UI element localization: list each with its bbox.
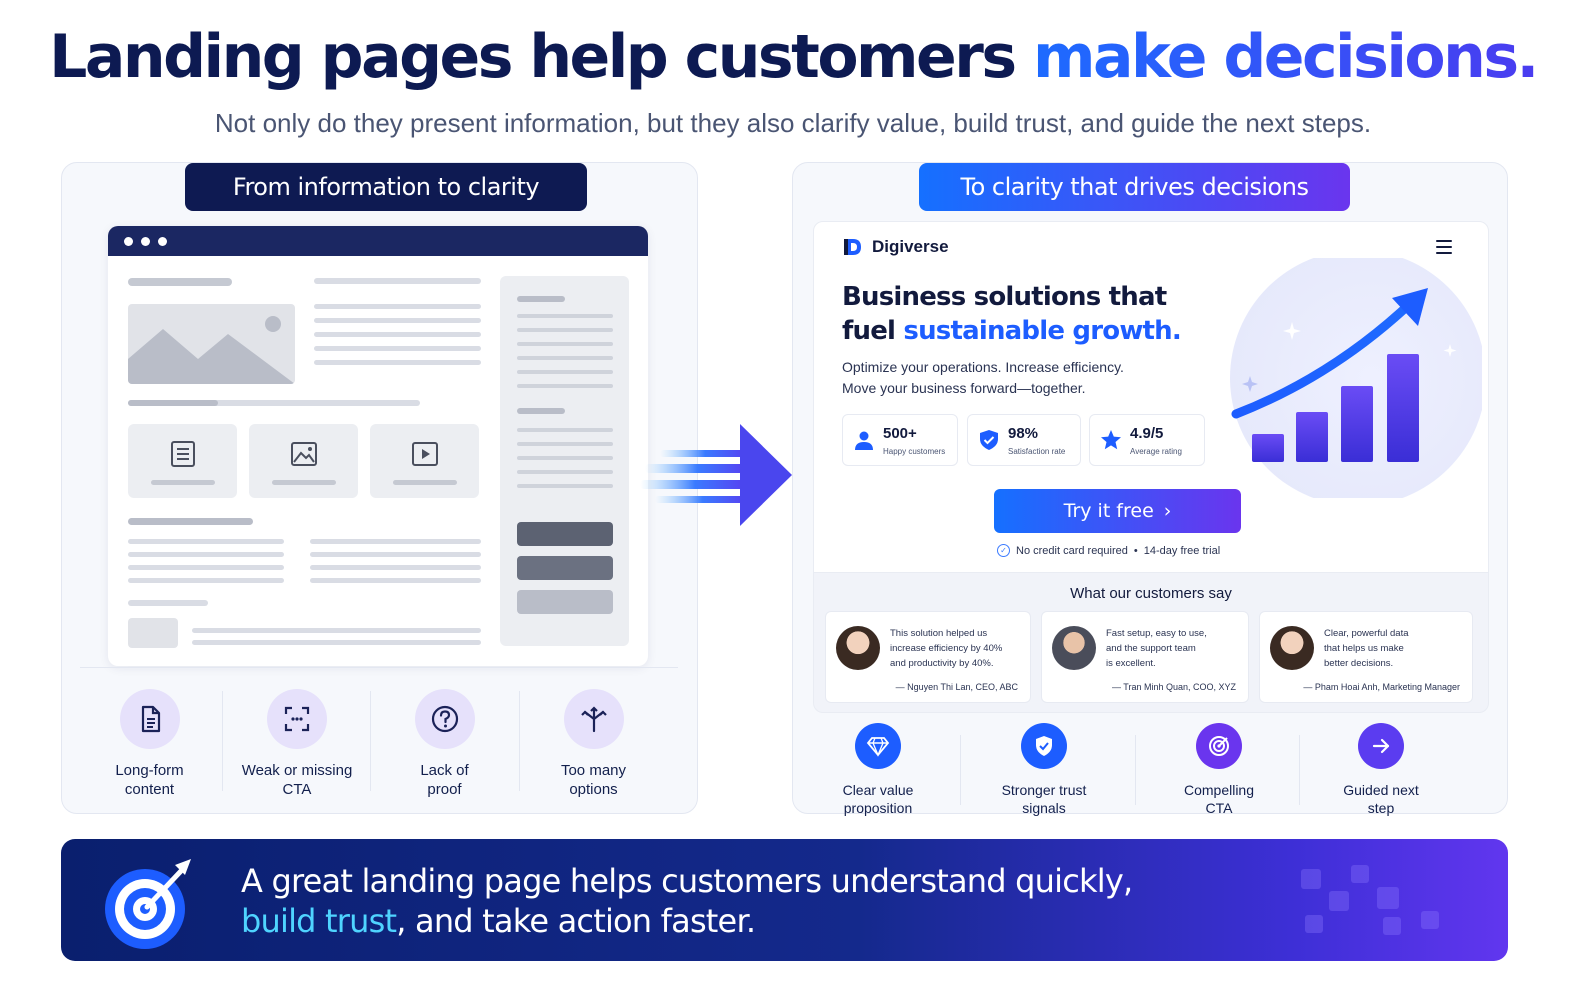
user-icon — [855, 431, 873, 450]
testimonial-card: This solution helped us increase efficie… — [825, 611, 1031, 703]
wireframe-line — [314, 304, 481, 309]
image-icon — [290, 442, 317, 466]
wireframe-button — [517, 590, 613, 614]
testimonial-card: Clear, powerful data that helps us make … — [1259, 611, 1473, 703]
image-placeholder-icon — [128, 304, 295, 384]
window-dot — [141, 236, 150, 246]
try-it-free-button[interactable]: Try it free › — [994, 489, 1241, 533]
menu-hamburger-icon[interactable] — [1436, 240, 1452, 258]
problem-long-form: Long-form content — [92, 689, 207, 799]
window-dot — [158, 236, 167, 246]
wireframe-line — [128, 552, 284, 557]
headline-accent: make decisions. — [1032, 22, 1539, 92]
target-icon — [1209, 736, 1229, 756]
wireframe-line — [128, 278, 232, 286]
divider — [80, 667, 678, 668]
benefit-trust-signals: Stronger trust signals — [983, 723, 1105, 817]
document-icon — [170, 441, 195, 467]
document-icon — [141, 705, 160, 733]
wireframe-card — [249, 424, 358, 498]
left-panel: From information to clarity — [61, 162, 698, 814]
right-panel: To clarity that drives decisions Digiver… — [792, 162, 1508, 817]
wireframe-line — [192, 640, 481, 645]
hero-heading: Business solutions that fuel sustainable… — [842, 282, 1182, 346]
wireframe-line — [128, 400, 420, 406]
banner-message: A great landing page helps customers und… — [241, 862, 1133, 940]
arrow-right-icon — [1372, 738, 1390, 754]
wireframe-page — [108, 226, 648, 666]
wireframe-thumb — [128, 618, 178, 648]
avatar — [836, 626, 880, 670]
wireframe-card — [128, 424, 237, 498]
wireframe-line — [128, 400, 218, 406]
wireframe-line — [314, 278, 481, 284]
avatar — [1052, 626, 1096, 670]
benefit-guided-next-step: Guided next step — [1321, 723, 1441, 817]
wireframe-line — [310, 539, 481, 544]
benefit-compelling-cta: Compelling CTA — [1158, 723, 1280, 817]
headline-main: Landing pages help customers — [49, 22, 1033, 92]
hero-description: Optimize your operations. Increase effic… — [842, 359, 1124, 396]
stat-satisfaction: 98% Satisfaction rate — [967, 414, 1081, 466]
wireframe-card — [370, 424, 479, 498]
window-dot — [124, 236, 133, 246]
wireframe-line — [128, 518, 253, 525]
wireframe-line — [314, 318, 481, 323]
landing-page-mock: Digiverse Business solutions that fuel s… — [813, 221, 1489, 573]
page-headline: Landing pages help customers make decisi… — [0, 22, 1586, 92]
shield-check-icon — [1036, 736, 1052, 756]
shield-check-icon — [980, 430, 998, 450]
transition-arrow-icon — [640, 424, 792, 526]
check-circle-icon: ✓ — [997, 544, 1010, 557]
left-panel-title: From information to clarity — [185, 163, 587, 211]
wireframe-button — [517, 522, 613, 546]
wireframe-line — [310, 578, 481, 583]
wireframe-line — [314, 346, 481, 351]
wireframe-line — [128, 600, 208, 606]
wireframe-line — [310, 565, 481, 570]
video-play-icon — [411, 442, 438, 466]
wireframe-line — [128, 539, 284, 544]
wireframe-line — [314, 332, 481, 337]
wireframe-line — [192, 628, 481, 633]
target-icon — [105, 859, 191, 949]
testimonials-title: What our customers say — [1070, 585, 1232, 602]
bottom-banner: A great landing page helps customers und… — [61, 839, 1508, 961]
problem-lack-of-proof: Lack of proof — [387, 689, 502, 799]
stat-rating: 4.9/5 Average rating — [1089, 414, 1205, 466]
page-subheadline: Not only do they present information, bu… — [214, 108, 1372, 138]
wireframe-line — [128, 565, 284, 570]
focus-frame-icon — [284, 706, 310, 732]
brand-logo[interactable]: Digiverse — [842, 236, 949, 258]
brand-name: Digiverse — [872, 237, 949, 256]
right-panel-title: To clarity that drives decisions — [919, 163, 1350, 211]
chevron-right-icon: › — [1163, 500, 1172, 522]
question-icon — [431, 705, 458, 733]
testimonial-card: Fast setup, easy to use, and the support… — [1041, 611, 1249, 703]
wireframe-sidebar — [500, 276, 629, 646]
wireframe-browser-bar — [108, 226, 648, 256]
wireframe-line — [310, 552, 481, 557]
star-icon — [1101, 430, 1121, 450]
split-arrows-icon — [580, 706, 607, 733]
wireframe-line — [128, 578, 284, 583]
growth-chart-illustration — [1230, 258, 1482, 498]
digiverse-logo-icon — [844, 239, 861, 255]
benefit-clear-value: Clear value proposition — [819, 723, 937, 817]
problem-too-many-options: Too many options — [536, 689, 651, 799]
diamond-icon — [866, 737, 890, 757]
wireframe-button — [517, 556, 613, 580]
problem-weak-cta: Weak or missing CTA — [232, 689, 362, 799]
stat-customers: 500+ Happy customers — [842, 414, 958, 466]
cta-note: ✓ No credit card required • 14-day free … — [997, 544, 1220, 557]
wireframe-line — [314, 360, 481, 365]
avatar — [1270, 626, 1314, 670]
